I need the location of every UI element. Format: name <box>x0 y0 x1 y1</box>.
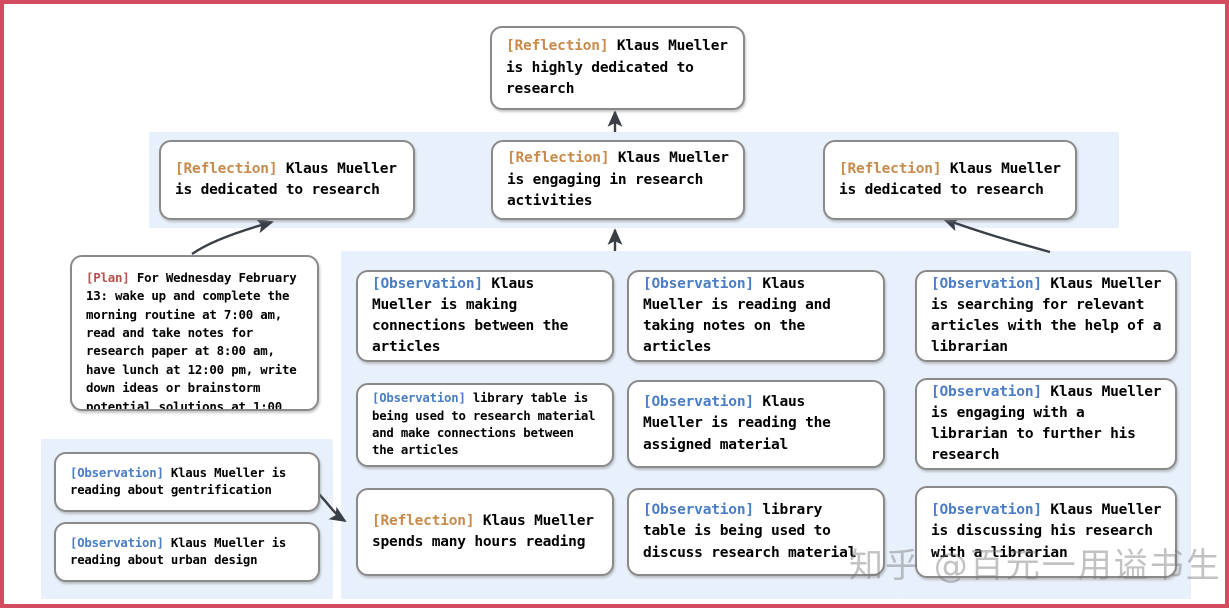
node-text: Klaus Mueller spends many hours reading <box>372 512 594 550</box>
node-plan[interactable]: [Plan] For Wednesday February 13: wake u… <box>70 255 319 411</box>
node-top-reflection[interactable]: [Reflection] Klaus Mueller is highly ded… <box>490 26 745 110</box>
node-text: Klaus Mueller is reading the assigned ma… <box>643 394 831 453</box>
node-text: Klaus Mueller is searching for relevant … <box>931 275 1162 356</box>
node-tag: [Reflection] <box>507 150 610 167</box>
node-obs-left-1[interactable]: [Observation] Klaus Mueller is reading a… <box>54 452 320 512</box>
node-text: Klaus Mueller is highly dedicated to res… <box>506 38 728 97</box>
node-obs-col3-2[interactable]: [Observation] Klaus Mueller is engaging … <box>915 378 1177 470</box>
node-text: Klaus Mueller is engaging in research ac… <box>507 150 729 209</box>
node-tag: [Observation] <box>931 275 1042 292</box>
node-obs-col1-1[interactable]: [Observation] Klaus Mueller is making co… <box>356 270 614 362</box>
node-obs-col2-3[interactable]: [Observation] library table is being use… <box>627 488 885 576</box>
node-tag: [Observation] <box>372 391 466 406</box>
node-text: Klaus Mueller is engaging with a librari… <box>931 383 1162 464</box>
node-obs-col1-3[interactable]: [Reflection] Klaus Mueller spends many h… <box>356 488 614 576</box>
node-obs-col2-2[interactable]: [Observation] Klaus Mueller is reading t… <box>627 380 885 468</box>
node-tag: [Reflection] <box>506 38 609 55</box>
node-obs-col3-3[interactable]: [Observation] Klaus Mueller is discussin… <box>915 486 1177 578</box>
node-text: For Wednesday February 13: wake up and c… <box>86 270 297 411</box>
node-tag: [Plan] <box>86 270 130 285</box>
node-mid-reflection-center[interactable]: [Reflection] Klaus Mueller is engaging i… <box>491 140 745 220</box>
node-tag: [Observation] <box>70 465 164 480</box>
node-text: Klaus Mueller is dedicated to research <box>839 160 1061 198</box>
node-obs-col3-1[interactable]: [Observation] Klaus Mueller is searching… <box>915 270 1177 362</box>
node-tag: [Reflection] <box>839 160 942 177</box>
node-text: Klaus Mueller is discussing his research… <box>931 502 1162 561</box>
node-text: library table is being used to discuss r… <box>643 502 857 561</box>
node-tag: [Observation] <box>931 383 1042 400</box>
node-tag: [Reflection] <box>372 512 475 529</box>
node-obs-col1-2[interactable]: [Observation] library table is being use… <box>356 383 614 467</box>
node-tag: [Observation] <box>643 394 754 411</box>
node-text: Klaus Mueller is reading about urban des… <box>70 535 287 567</box>
node-text: Klaus Mueller is making connections betw… <box>372 275 569 356</box>
node-text: Klaus Mueller is reading and taking note… <box>643 275 831 356</box>
node-mid-reflection-left[interactable]: [Reflection] Klaus Mueller is dedicated … <box>159 140 415 220</box>
node-tag: [Observation] <box>70 535 164 550</box>
node-tag: [Observation] <box>643 502 754 519</box>
node-obs-col2-1[interactable]: [Observation] Klaus Mueller is reading a… <box>627 270 885 362</box>
node-mid-reflection-right[interactable]: [Reflection] Klaus Mueller is dedicated … <box>823 140 1077 220</box>
node-tag: [Observation] <box>643 275 754 292</box>
node-text: Klaus Mueller is dedicated to research <box>175 160 397 198</box>
node-text: Klaus Mueller is reading about gentrific… <box>70 465 287 497</box>
node-obs-left-2[interactable]: [Observation] Klaus Mueller is reading a… <box>54 522 320 582</box>
node-tag: [Observation] <box>372 275 483 292</box>
node-tag: [Observation] <box>931 502 1042 519</box>
node-tag: [Reflection] <box>175 160 278 177</box>
node-text: library table is being used to research … <box>372 391 596 458</box>
